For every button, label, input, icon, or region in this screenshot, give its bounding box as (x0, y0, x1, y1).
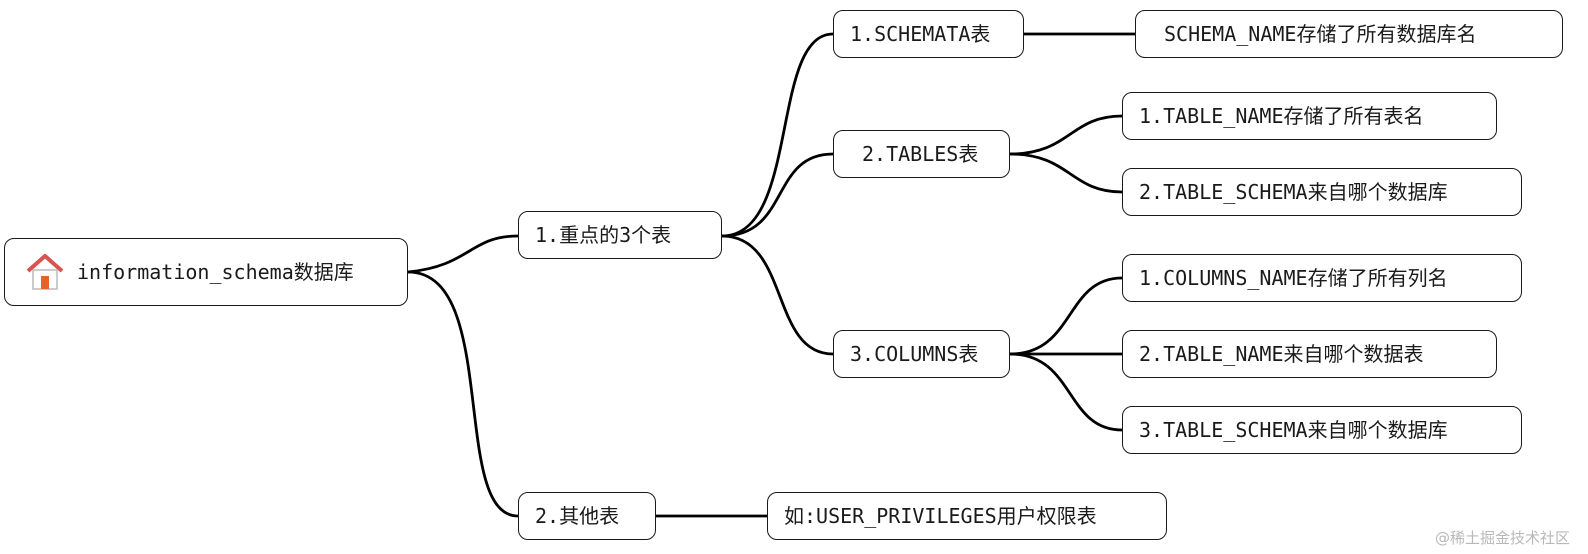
branch-other-tables-label: 2.其他表 (535, 504, 620, 528)
root-label: information_schema数据库 (77, 260, 354, 284)
node-tables-table-label: 2.TABLES表 (862, 142, 979, 166)
home-icon (25, 252, 65, 292)
node-schemata-table-label: 1.SCHEMATA表 (850, 22, 991, 46)
detail-columns-table-schema-label: 3.TABLE_SCHEMA来自哪个数据库 (1139, 418, 1448, 442)
edge-tables-detail1 (1008, 114, 1124, 156)
detail-columns-name[interactable]: 1.COLUMNS_NAME存储了所有列名 (1122, 254, 1522, 302)
detail-schema-name-label: SCHEMA_NAME存储了所有数据库名 (1164, 22, 1477, 46)
edge-branch1-schemata (720, 32, 835, 238)
node-tables-table[interactable]: 2.TABLES表 (833, 130, 1010, 178)
detail-columns-table-name[interactable]: 2.TABLE_NAME来自哪个数据表 (1122, 330, 1497, 378)
node-schemata-table[interactable]: 1.SCHEMATA表 (833, 10, 1024, 58)
edge-root-branch2 (406, 270, 520, 518)
detail-user-privileges[interactable]: 如:USER_PRIVILEGES用户权限表 (767, 492, 1167, 540)
edge-columns-detail3 (1008, 352, 1124, 432)
detail-table-name[interactable]: 1.TABLE_NAME存储了所有表名 (1122, 92, 1497, 140)
detail-table-schema-label: 2.TABLE_SCHEMA来自哪个数据库 (1139, 180, 1448, 204)
watermark: @稀土掘金技术社区 (1434, 529, 1570, 547)
detail-user-privileges-label: 如:USER_PRIVILEGES用户权限表 (784, 504, 1097, 528)
detail-table-name-label: 1.TABLE_NAME存储了所有表名 (1139, 104, 1424, 128)
detail-table-schema[interactable]: 2.TABLE_SCHEMA来自哪个数据库 (1122, 168, 1522, 216)
edge-columns-detail1 (1008, 276, 1124, 356)
root-node[interactable]: information_schema数据库 (4, 238, 408, 306)
edge-branch1-columns (720, 234, 835, 356)
edge-branch1-tables (720, 152, 835, 238)
node-columns-table[interactable]: 3.COLUMNS表 (833, 330, 1010, 378)
node-columns-table-label: 3.COLUMNS表 (850, 342, 979, 366)
edge-root-branch1 (406, 234, 520, 274)
edge-tables-detail2 (1008, 152, 1124, 194)
detail-columns-name-label: 1.COLUMNS_NAME存储了所有列名 (1139, 266, 1448, 290)
branch-other-tables[interactable]: 2.其他表 (518, 492, 656, 540)
detail-schema-name[interactable]: SCHEMA_NAME存储了所有数据库名 (1135, 10, 1563, 58)
branch-key-tables[interactable]: 1.重点的3个表 (518, 211, 722, 259)
detail-columns-table-name-label: 2.TABLE_NAME来自哪个数据表 (1139, 342, 1424, 366)
detail-columns-table-schema[interactable]: 3.TABLE_SCHEMA来自哪个数据库 (1122, 406, 1522, 454)
branch-key-tables-label: 1.重点的3个表 (535, 223, 672, 247)
